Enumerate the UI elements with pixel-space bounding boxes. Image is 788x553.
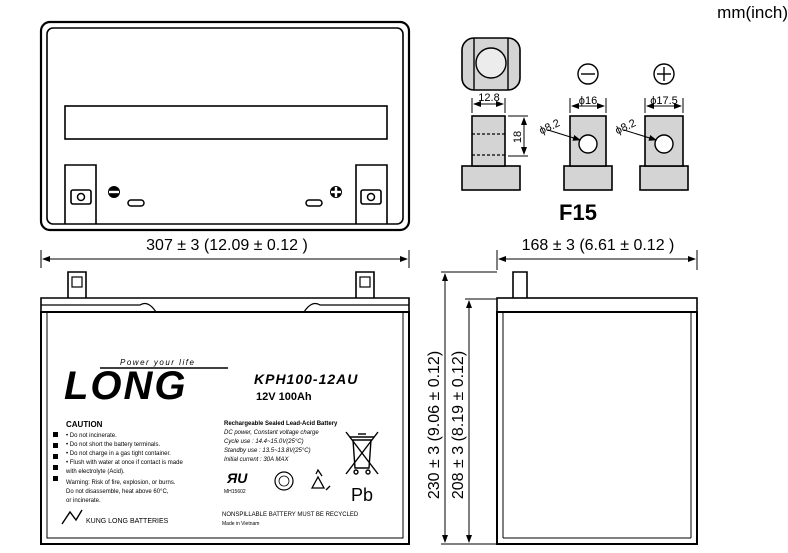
- caution-item: • Do not short the battery terminals.: [66, 442, 160, 448]
- caution-item: • Do not charge in a gas tight container…: [66, 451, 171, 457]
- nonspill-notice: NONSPILLABLE BATTERY MUST BE RECYCLED: [222, 512, 359, 518]
- negative-symbol-icon: [577, 63, 599, 85]
- company-logo-icon: [61, 509, 83, 525]
- model-number: KPH100-12AU: [254, 371, 358, 387]
- terminal-top-view: [461, 37, 521, 91]
- polarity-plus-icon: [330, 186, 342, 198]
- svg-text:ЯU: ЯU: [226, 470, 248, 486]
- caution-item: • Flush with water at once if contact is…: [66, 460, 183, 466]
- positive-terminal-front: [623, 98, 689, 191]
- company-name: KUNG LONG BATTERIES: [86, 518, 169, 525]
- side-view: [496, 271, 698, 545]
- caution-title: CAUTION: [66, 420, 103, 429]
- caution-item: or incinerate.: [66, 498, 101, 504]
- front-view: [40, 271, 410, 545]
- terminal-side-view: [461, 98, 528, 191]
- length-label: 307 ± 3 (12.09 ± 0.12 ): [146, 237, 308, 254]
- units-label: mm(inch): [717, 3, 788, 22]
- neg-hole-label: ϕ8.2: [537, 117, 562, 137]
- pos-hole-label: ϕ8.2: [613, 117, 638, 137]
- spec-line: Cycle use : 14.4~15.0V(25°C): [224, 439, 304, 445]
- total-height-label: 230 ± 3 (9.06 ± 0.12): [426, 351, 443, 499]
- neg-width-label: ϕ16: [579, 95, 597, 107]
- pos-width-label: ϕ17.5: [650, 95, 678, 107]
- container-height-label: 208 ± 3 (8.19 ± 0.12): [450, 351, 467, 499]
- ul-recognized-icon: ЯU: [226, 470, 248, 486]
- ul-code: MH15602: [224, 489, 246, 495]
- top-view: [39, 20, 411, 232]
- lead-symbol: Pb: [351, 485, 373, 505]
- negative-terminal-front: [547, 98, 613, 191]
- caution-item: Warning: Risk of fire, explosion, or bur…: [66, 480, 176, 486]
- caution-item: • Do not incinerate.: [66, 433, 117, 439]
- crossed-bin-icon: [345, 431, 379, 475]
- terminal-code: F15: [559, 200, 597, 225]
- brand-logo: LONG: [64, 364, 188, 408]
- spec-title: Rechargeable Sealed Lead-Acid Battery: [224, 421, 338, 427]
- spec-line: Standby use : 13.5~13.8V(25°C): [224, 448, 311, 454]
- width-dimension: [496, 250, 698, 270]
- caution-item: with electrolyte (Acid).: [65, 469, 125, 475]
- length-dimension: [40, 250, 410, 268]
- width-label: 168 ± 3 (6.61 ± 0.12 ): [522, 237, 675, 254]
- made-in: Made in Vietnam: [222, 521, 259, 527]
- caution-sidebar-icons: [53, 432, 58, 481]
- height-dimensions: [441, 271, 497, 545]
- polarity-minus-icon: [108, 186, 120, 198]
- seal-icon: [274, 471, 294, 491]
- recycle-icon: [310, 468, 331, 491]
- battery-rating: 12V 100Ah: [256, 391, 312, 403]
- slogan: Power your life: [120, 358, 195, 367]
- terminal-width-label: 12.8: [478, 92, 499, 104]
- caution-list: • Do not incinerate. • Do not short the …: [65, 433, 183, 504]
- positive-symbol-icon: [653, 63, 675, 85]
- spec-line: DC power, Constant voltage charge: [224, 430, 319, 436]
- terminal-height-label: 18: [512, 131, 524, 143]
- spec-line: Initial current : 30A MAX: [224, 457, 289, 463]
- caution-item: Do not disassemble, heat above 60°C,: [66, 489, 169, 495]
